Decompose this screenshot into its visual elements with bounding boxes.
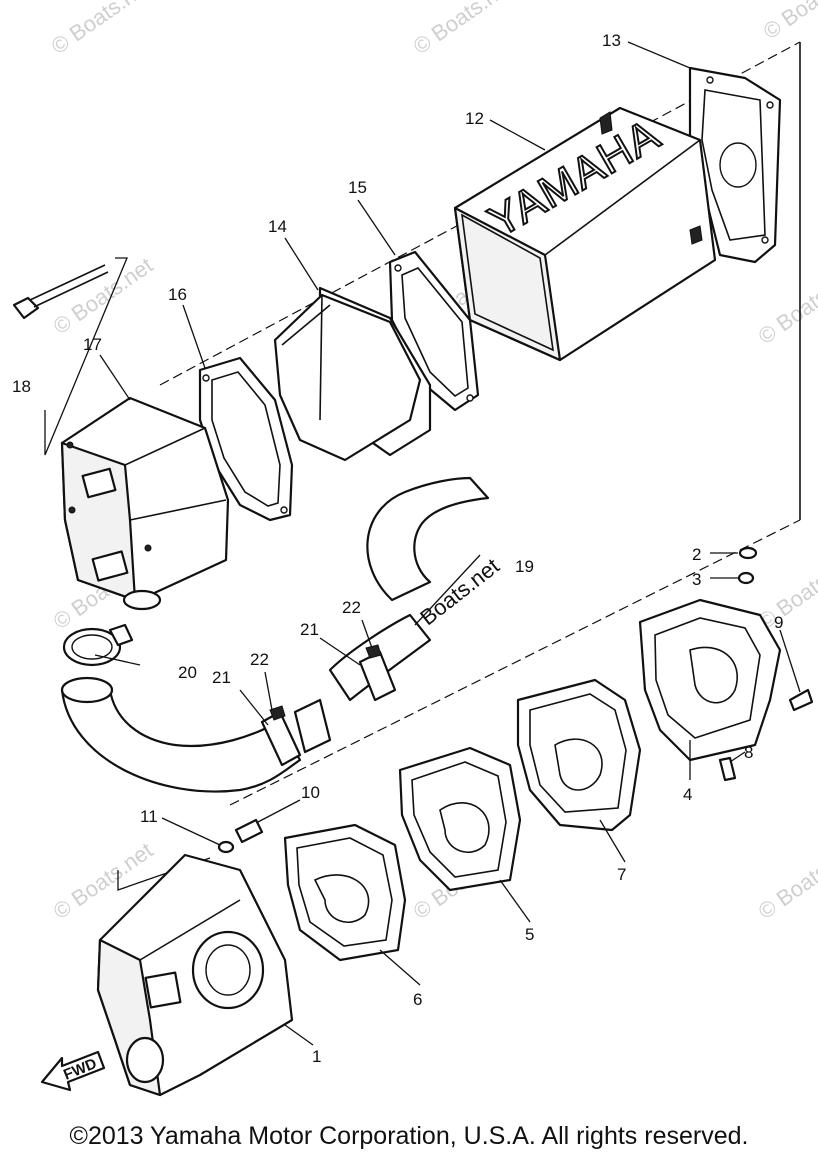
part-5-gasket bbox=[398, 746, 522, 892]
callout-22: 22 bbox=[250, 650, 269, 669]
callout-7: 7 bbox=[617, 865, 626, 884]
callout-numbers: 13 12 15 14 16 17 18 19 20 21 22 21 22 2… bbox=[12, 31, 783, 1066]
part-4-housing bbox=[638, 598, 782, 762]
callout-13: 13 bbox=[602, 31, 621, 50]
callout-21: 21 bbox=[300, 620, 319, 639]
callout-1: 1 bbox=[312, 1047, 321, 1066]
callout-12: 12 bbox=[465, 109, 484, 128]
fwd-label: FWD bbox=[61, 1055, 99, 1084]
watermark: © Boats.net bbox=[754, 837, 818, 924]
callout-16: 16 bbox=[168, 285, 187, 304]
part-21-22-clamps bbox=[260, 644, 397, 767]
callout-6: 6 bbox=[413, 990, 422, 1009]
watermark: © Boats.net bbox=[409, 0, 518, 59]
callout-3: 3 bbox=[692, 570, 701, 589]
part-6-gasket bbox=[283, 823, 407, 962]
callout-20: 20 bbox=[178, 663, 197, 682]
callout-2: 2 bbox=[692, 545, 701, 564]
callout-10: 10 bbox=[301, 783, 320, 802]
callout-18: 18 bbox=[12, 377, 31, 396]
leader-lines bbox=[94, 41, 746, 1046]
watermark: © Boats.net bbox=[754, 262, 818, 349]
fwd-arrow-icon: FWD bbox=[40, 1050, 106, 1092]
part-14-box bbox=[273, 286, 432, 462]
exploded-parts-diagram: © Boats.net © Boats.net © Boats.net © Bo… bbox=[12, 0, 818, 1097]
callout-15: 15 bbox=[348, 178, 367, 197]
part-13-gasket bbox=[688, 66, 782, 264]
callout-8: 8 bbox=[744, 743, 753, 762]
part-12-yamaha-box: YAMAHA bbox=[453, 106, 717, 362]
callout-17: 17 bbox=[83, 335, 102, 354]
callout-21: 21 bbox=[212, 668, 231, 687]
part-8-9-bolts bbox=[718, 629, 814, 782]
callout-14: 14 bbox=[268, 217, 287, 236]
callout-19: 19 bbox=[515, 557, 534, 576]
callout-22: 22 bbox=[342, 598, 361, 617]
callout-4: 4 bbox=[683, 785, 692, 804]
part-17-housing bbox=[60, 396, 230, 611]
callout-9: 9 bbox=[774, 613, 783, 632]
part-18-bolt bbox=[12, 257, 128, 456]
part-2-3-plug bbox=[710, 546, 758, 585]
part-1-housing bbox=[96, 853, 294, 1097]
watermark: © Boats.net bbox=[759, 0, 818, 44]
watermark: © Boats.net bbox=[47, 0, 156, 59]
copyright-notice: ©2013 Yamaha Motor Corporation, U.S.A. A… bbox=[69, 1122, 749, 1150]
callout-11: 11 bbox=[140, 807, 158, 826]
assembly-centerline-lower bbox=[229, 519, 801, 806]
callout-5: 5 bbox=[525, 925, 534, 944]
part-20-clamp bbox=[62, 623, 134, 667]
part-7-gasket bbox=[516, 678, 642, 832]
lower-hose-elbow bbox=[60, 676, 332, 793]
